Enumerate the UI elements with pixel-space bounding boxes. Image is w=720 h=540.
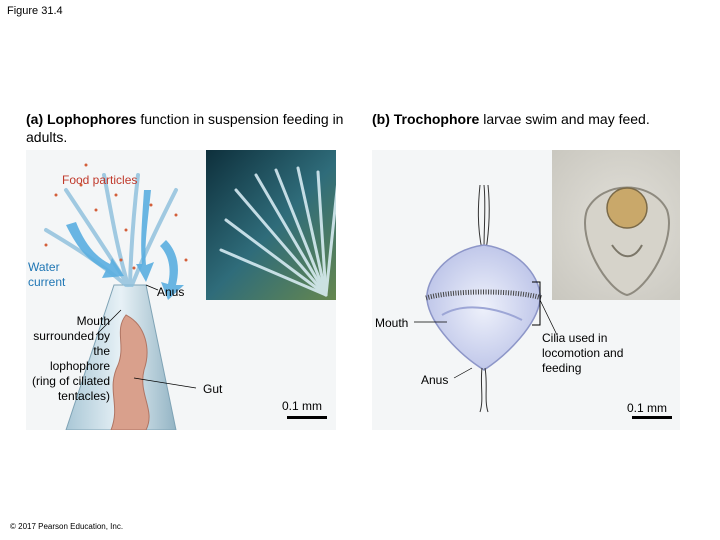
panel-a-scale-bar: [287, 416, 327, 419]
panel-a-title-bold: (a) Lophophores: [26, 111, 137, 127]
panel-b-scale-label: 0.1 mm: [627, 401, 668, 415]
copyright-text: © 2017 Pearson Education, Inc.: [10, 522, 124, 531]
figure-label: Figure 31.4: [7, 5, 63, 17]
water-current-label: Water current: [28, 260, 66, 289]
gut-label: Gut: [203, 382, 223, 396]
panel-b-mouth-label: Mouth: [375, 316, 409, 330]
panel-b-illustration: [372, 150, 680, 430]
panel-a-anus-label: Anus: [157, 285, 185, 299]
gut-shape: [110, 314, 150, 430]
panel-b-title-rest: larvae swim and may feed.: [479, 111, 650, 127]
current-arrow-out: [160, 240, 184, 300]
panel-a-scale-label: 0.1 mm: [282, 399, 323, 413]
current-arrow-right: [136, 190, 154, 282]
panel-b-anus-label: Anus: [421, 373, 449, 387]
panel-b-title-bold: (b) Trochophore: [372, 111, 480, 127]
panel-a-title: (a) Lophophores function in suspension f…: [26, 110, 346, 146]
current-arrow-left: [66, 222, 124, 278]
panel-a-illustration: [26, 150, 336, 430]
food-particles-label: Food particles: [62, 173, 138, 187]
mouth-lophophore-label: Mouth surrounded by the lophophore (ring…: [31, 314, 110, 403]
panel-b-title: (b) Trochophore larvae swim and may feed…: [372, 110, 712, 128]
cilia-label: Cilia used in locomotion and feeding: [542, 331, 624, 375]
panel-a-title-rest: function in suspension feeding in adults…: [26, 111, 344, 145]
panel-b-scale-bar: [632, 416, 672, 419]
